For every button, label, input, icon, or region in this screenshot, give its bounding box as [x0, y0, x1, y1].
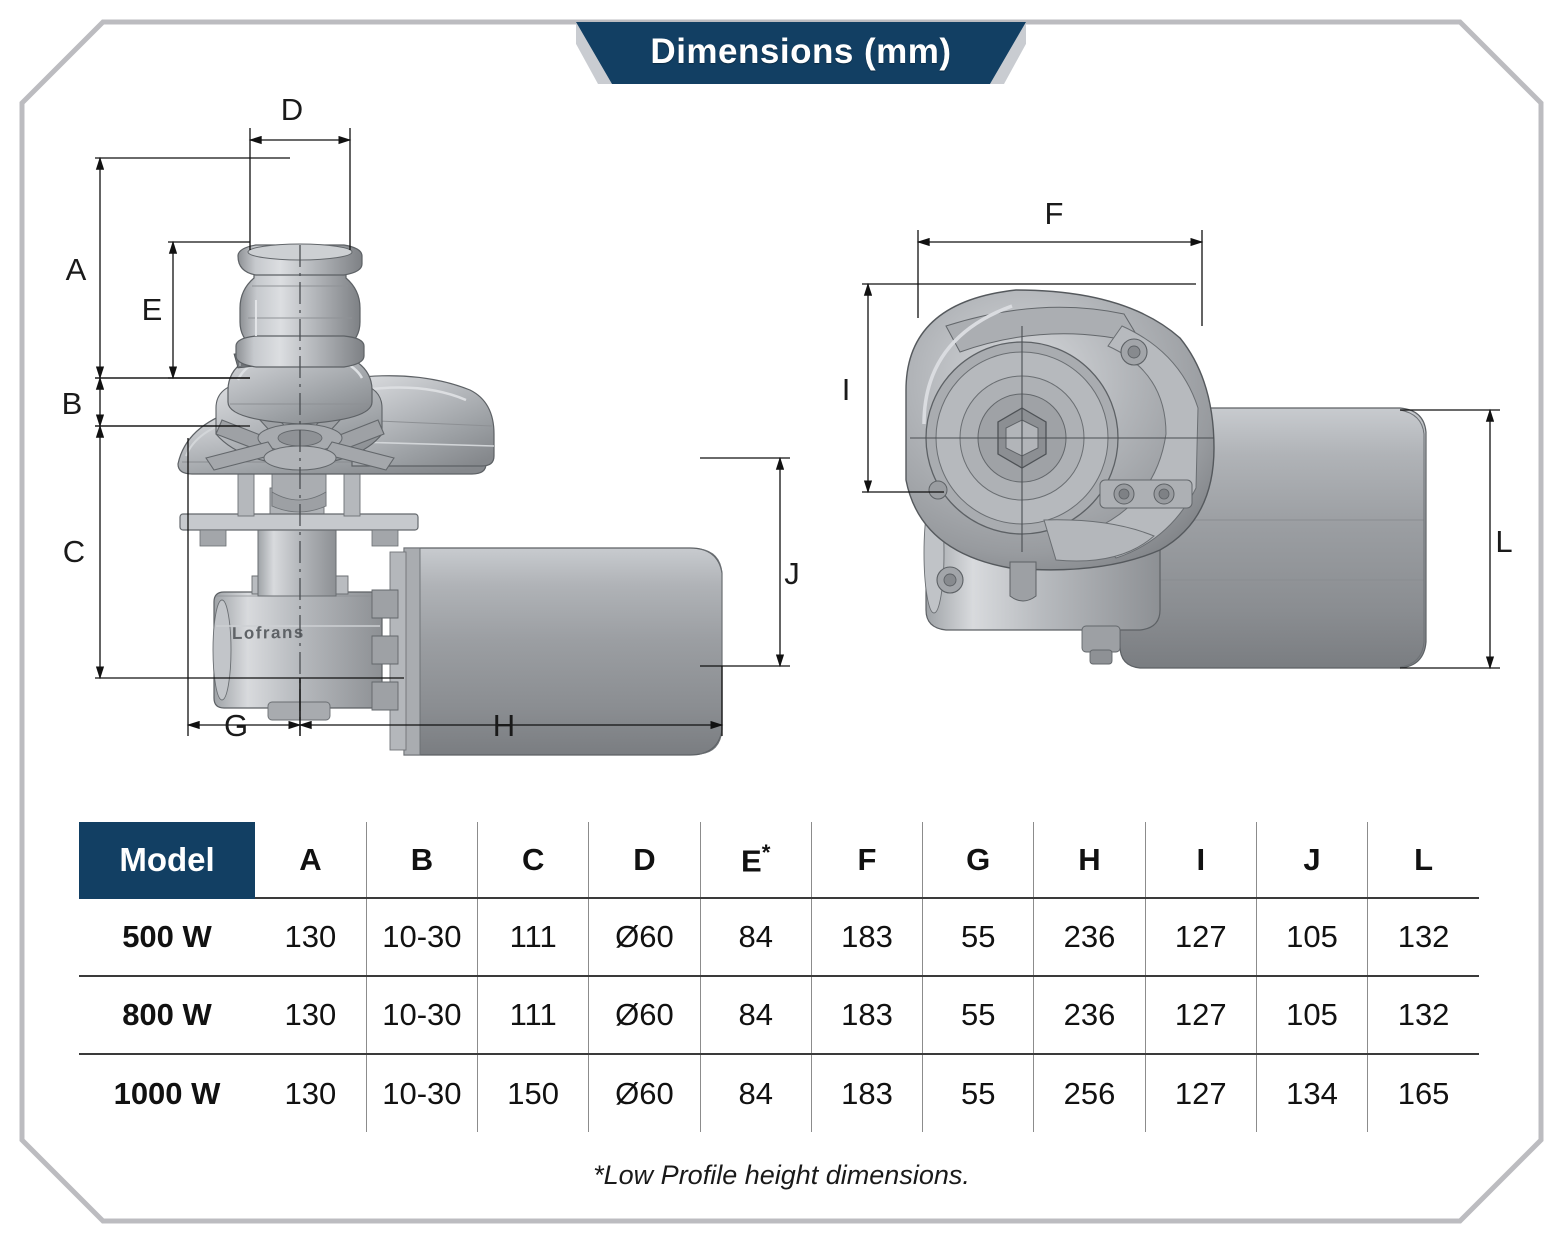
dimension-lines-front [95, 128, 790, 736]
dim-label-A: A [66, 252, 87, 287]
windlass-side-view: F I L [842, 196, 1513, 670]
brand-text: Lofrans [232, 623, 305, 643]
dim-label-G: G [224, 708, 248, 743]
cell-l: 132 [1367, 898, 1479, 977]
cell-j: 105 [1255, 976, 1368, 1055]
cell-e: 84 [699, 1054, 812, 1132]
cell-i: 127 [1144, 898, 1257, 977]
dimensions-table: Model A B C D E* F G H I J L 500 W 130 [79, 822, 1479, 1132]
column-header-a: A [255, 822, 367, 899]
dim-label-L: L [1495, 524, 1512, 559]
technical-drawings: Lofrans [0, 90, 1563, 810]
column-header-e-letter: E [741, 843, 762, 879]
cell-d: Ø60 [588, 898, 701, 977]
dim-label-I: I [842, 372, 851, 407]
dim-label-J: J [784, 556, 800, 591]
cell-d: Ø60 [588, 976, 701, 1055]
column-header-c: C [477, 822, 589, 899]
cell-i: 127 [1144, 976, 1257, 1055]
cell-model: 500 W [79, 898, 255, 977]
gearbox-housing: Lofrans [212, 575, 383, 721]
cell-j: 134 [1255, 1054, 1368, 1132]
cell-model: 800 W [79, 976, 255, 1055]
deck-plate [179, 513, 419, 547]
cell-g: 55 [922, 1054, 1034, 1132]
column-header-f: F [810, 822, 923, 899]
cell-h: 236 [1033, 976, 1146, 1055]
column-header-d: D [588, 822, 701, 899]
dim-label-B: B [62, 386, 83, 421]
side-housing [905, 289, 1215, 602]
cell-b: 10-30 [365, 1054, 478, 1132]
motor-cover-housing [351, 375, 495, 467]
windlass-front-view: Lofrans [62, 92, 800, 756]
cell-e: 84 [699, 976, 812, 1055]
cell-model: 1000 W [113, 1075, 221, 1111]
cell-e: 84 [699, 898, 812, 977]
dimension-lines-side [862, 230, 1500, 670]
column-header-b: B [365, 822, 478, 899]
footnote-marker: * [761, 839, 771, 865]
table-row: 800 W 130 10-30 111 Ø60 84 183 55 236 12… [79, 976, 1479, 1055]
cell-c: 150 [477, 1054, 589, 1132]
cell-a: 130 [284, 1075, 337, 1111]
cell-b: 10-30 [365, 898, 478, 977]
cell-c: 111 [477, 898, 589, 977]
dim-label-E: E [142, 292, 163, 327]
column-header-e: E* [699, 822, 812, 899]
cell-c: 111 [477, 976, 589, 1055]
cell-a: 130 [255, 898, 367, 977]
cell-a: 130 [255, 976, 367, 1055]
motor-flange-bolts [371, 589, 399, 711]
cell-g: 55 [922, 976, 1034, 1055]
table-footnote: *Low Profile height dimensions. [593, 1160, 970, 1190]
column-header-i: I [1144, 822, 1257, 899]
dim-label-C: C [63, 534, 85, 569]
dim-label-H: H [493, 708, 515, 743]
table-row: 500 W 130 10-30 111 Ø60 84 183 55 236 12… [79, 898, 1479, 977]
cell-h: 256 [1033, 1054, 1146, 1132]
title-banner: Dimensions (mm) [576, 22, 1026, 84]
banner-title: Dimensions (mm) [650, 31, 952, 71]
cell-f: 183 [810, 1054, 923, 1132]
motor-body [389, 547, 723, 756]
column-header-h: H [1033, 822, 1146, 899]
table-header-row: Model A B C D E* F G H I J L [79, 822, 1479, 899]
dimensions-table-wrapper: Model A B C D E* F G H I J L 500 W 130 [79, 822, 1479, 1132]
cell-f: 183 [810, 976, 923, 1055]
cell-j: 105 [1255, 898, 1368, 977]
cell-i: 127 [1144, 1054, 1257, 1132]
column-header-g: G [922, 822, 1034, 899]
cell-d: Ø60 [588, 1054, 701, 1132]
dim-label-D: D [281, 92, 303, 127]
cell-l: 132 [1367, 976, 1479, 1055]
column-header-l: L [1367, 822, 1479, 899]
cell-h: 236 [1033, 898, 1146, 977]
cell-g: 55 [922, 898, 1034, 977]
table-row: 1000 W 130 10-30 150 Ø60 84 183 55 256 1… [79, 1054, 1479, 1132]
cell-f: 183 [810, 898, 923, 977]
banner-shape [576, 22, 1026, 84]
cell-b: 10-30 [365, 976, 478, 1055]
column-header-j: J [1255, 822, 1368, 899]
column-header-model: Model [79, 822, 255, 899]
dim-label-F: F [1045, 196, 1064, 231]
cell-l: 165 [1367, 1054, 1479, 1132]
